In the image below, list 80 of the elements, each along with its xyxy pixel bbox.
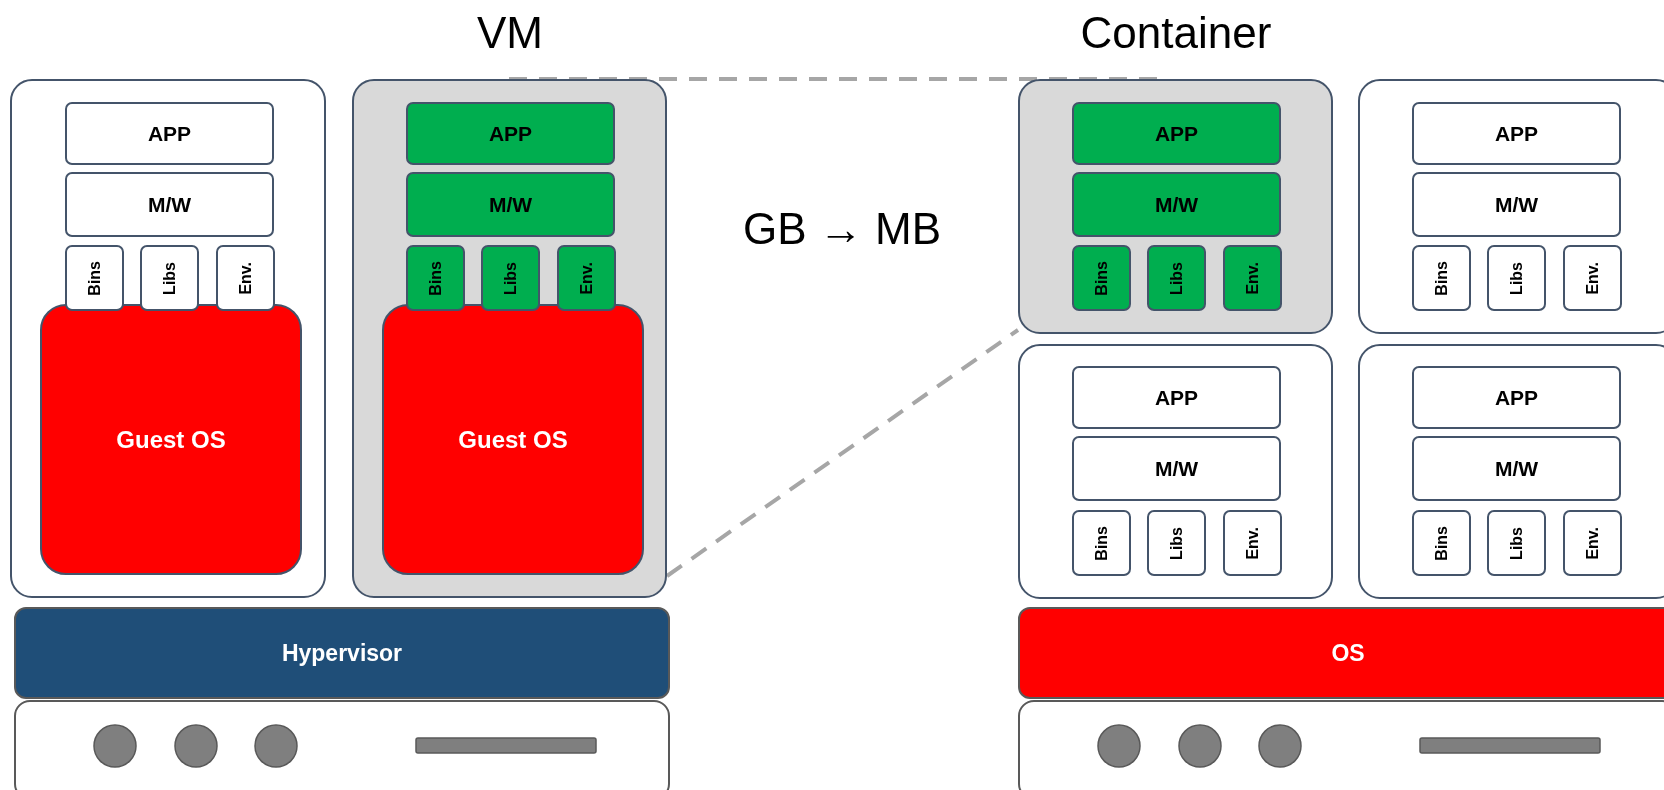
library-box [1412,510,1471,576]
platform-layer-bar [1018,607,1664,699]
library-box [1223,245,1282,311]
component-label: Env. [577,261,596,295]
layer-label: Hypervisor [281,639,403,667]
library-box [481,245,540,311]
layer-box [1072,172,1281,237]
zoom-guide-line [665,328,1020,578]
layer-label: APP [488,121,533,146]
section-heading: Container [1080,8,1272,58]
layer-box [406,172,615,237]
layer-label: M/W [1494,456,1539,481]
layer-box [65,102,274,165]
section-heading: VM [477,8,543,58]
component-label: Bins [1432,525,1451,561]
layer-label: APP [147,121,192,146]
layer-box [1412,436,1621,501]
component-label: Bins [426,260,445,296]
layer-box [1412,172,1621,237]
library-box [1147,510,1206,576]
component-label: Env. [1243,261,1262,295]
layer-box [406,102,615,165]
component-label: Libs [1167,261,1186,295]
component-label: Env. [1243,526,1262,560]
library-box [216,245,275,311]
component-label: Libs [501,261,520,295]
layer-label: OS [1331,639,1365,667]
container-box [1358,344,1664,599]
library-box [65,245,124,311]
layer-label: M/W [147,192,192,217]
component-label: Bins [1092,525,1111,561]
library-box [406,245,465,311]
server-hardware-box [14,700,670,790]
library-box [1147,245,1206,311]
library-box [1563,245,1622,311]
library-box [1412,245,1471,311]
container-box [1018,344,1333,599]
component-label: Libs [1507,261,1526,295]
layer-label: APP [1494,385,1539,410]
component-label: Env. [1583,526,1602,560]
component-label: Libs [1507,526,1526,560]
component-label: Libs [1167,526,1186,560]
library-box [1072,245,1131,311]
layer-box [1072,436,1281,501]
component-label: Env. [236,261,255,295]
component-label: Bins [1432,260,1451,296]
layer-label: Guest OS [458,425,568,454]
container-box [1358,79,1664,334]
server-hardware-box [1018,700,1664,790]
layer-box [1072,366,1281,429]
component-label: Libs [160,261,179,295]
layer-label: Guest OS [116,425,226,454]
size-reduction-label: GB → MB [743,204,942,254]
component-label: Bins [85,260,104,296]
library-box [1487,245,1546,311]
layer-label: APP [1154,121,1199,146]
platform-layer-bar [14,607,670,699]
layer-label: M/W [488,192,533,217]
virtual-machine-box [10,79,326,598]
layer-box [1412,102,1621,165]
layer-label: APP [1154,385,1199,410]
layer-label: M/W [1154,456,1199,481]
guest-os-box [40,304,302,575]
library-box [1487,510,1546,576]
layer-label: M/W [1154,192,1199,217]
library-box [557,245,616,311]
layer-box [1072,102,1281,165]
library-box [1223,510,1282,576]
layer-box [65,172,274,237]
component-label: Bins [1092,260,1111,296]
library-box [1072,510,1131,576]
library-box [1563,510,1622,576]
layer-label: APP [1494,121,1539,146]
library-box [140,245,199,311]
container-box [1018,79,1333,334]
virtual-machine-box [352,79,667,598]
layer-box [1412,366,1621,429]
component-label: Env. [1583,261,1602,295]
layer-label: M/W [1494,192,1539,217]
guest-os-box [382,304,644,575]
